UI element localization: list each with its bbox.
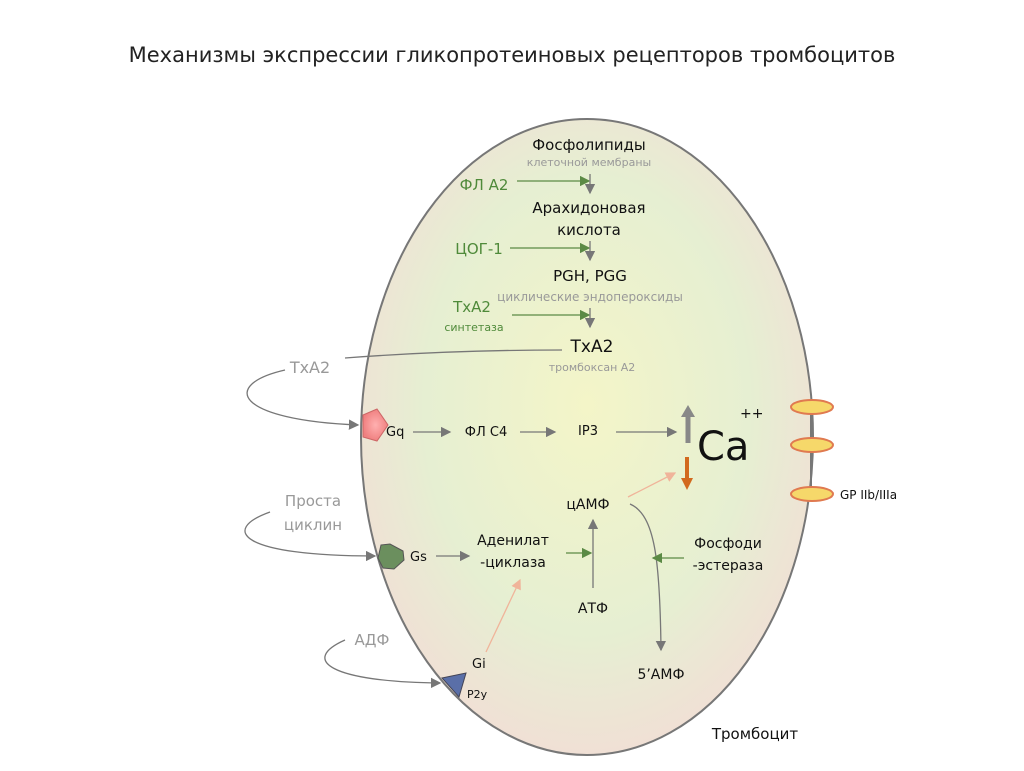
txa2-synthase-label: TxA2 xyxy=(452,298,491,316)
txa2-label: TxA2 xyxy=(570,337,614,357)
camp-degradation-arrow xyxy=(629,503,667,652)
calcium-charge-label: ++ xyxy=(740,406,763,422)
gs-label: Gs xyxy=(410,550,427,565)
prostacyclin-label-2: циклин xyxy=(284,516,342,534)
camp-label: цАМФ xyxy=(566,497,609,513)
prostacyclin-to-gs-arrow xyxy=(244,511,377,562)
calcium-up-arrowhead xyxy=(681,405,695,417)
atp-label: АТФ xyxy=(578,601,608,617)
membrane-label: клеточной мембраны xyxy=(527,156,651,169)
gp-receptor-icon xyxy=(790,399,834,502)
prostacyclin-label: Проста xyxy=(285,492,341,510)
cell-label: Тромбоцит xyxy=(711,725,799,743)
gi-inhibition-arrow xyxy=(485,578,521,653)
phosphodiesterase-label: Фосфоди xyxy=(694,536,762,552)
endoperoxides-label: циклические эндопероксиды xyxy=(497,290,683,304)
arachidonic-label-2: кислота xyxy=(557,221,621,239)
page-title: Механизмы экспрессии гликопротеиновых ре… xyxy=(129,43,896,67)
adp-label: АДФ xyxy=(355,631,390,649)
adenylate-cyclase-label: Аденилат xyxy=(477,533,549,549)
gp-receptor-label: GP IIb/IIIa xyxy=(840,488,897,502)
calcium-down-arrowhead xyxy=(681,478,693,490)
cox1-label: ЦОГ-1 xyxy=(455,240,503,258)
calcium-label: Ca xyxy=(697,424,749,470)
phosphodiesterase-label-2: -эстераза xyxy=(693,558,764,574)
plc-label: ФЛ С4 xyxy=(465,425,507,440)
phospholipids-label: Фосфолипиды xyxy=(532,136,645,154)
ip3-label: IP3 xyxy=(578,424,598,439)
amp5-label: 5’АМФ xyxy=(637,667,684,683)
gq-receptor-icon xyxy=(362,408,389,442)
p2y-label: P2y xyxy=(467,688,488,701)
adp-to-p2y-arrow xyxy=(324,639,442,689)
txa2-release-line xyxy=(344,349,563,359)
synthase-label: синтетаза xyxy=(444,321,503,334)
gs-receptor-icon xyxy=(377,543,405,570)
gi-label: Gi xyxy=(472,657,486,672)
txa2-to-gq-arrow xyxy=(246,369,360,430)
thromboxane-label: тромбоксан А2 xyxy=(549,361,636,374)
pgh-pgg-label: PGH, PGG xyxy=(553,267,627,285)
camp-to-calcium-arrow xyxy=(627,472,677,498)
p2y-receptor-icon xyxy=(441,672,467,699)
adenylate-cyclase-label-2: -циклаза xyxy=(480,555,546,571)
gq-label: Gq xyxy=(386,425,404,440)
pla2-label: ФЛ А2 xyxy=(460,176,509,194)
arachidonic-label: Арахидоновая xyxy=(532,199,645,217)
platelet-cell xyxy=(360,118,814,756)
txa2-external-label: TxA2 xyxy=(289,358,330,377)
